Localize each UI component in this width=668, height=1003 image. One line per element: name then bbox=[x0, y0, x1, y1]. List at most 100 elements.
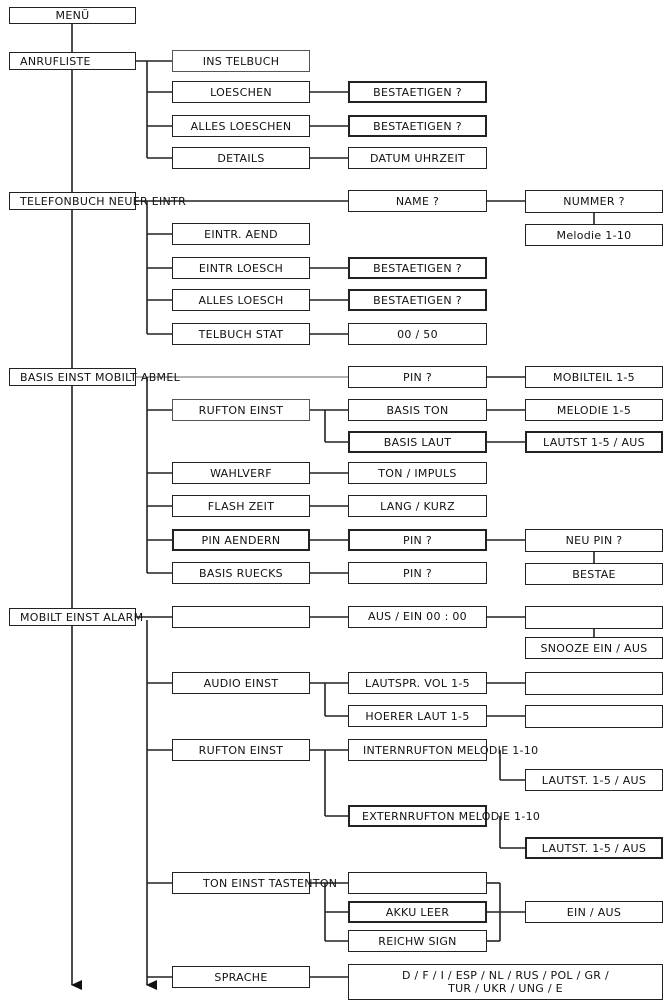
wahlverf-label: WAHLVERF bbox=[210, 466, 272, 480]
ins-telbuch-box[interactable]: INS TELBUCH bbox=[172, 50, 310, 72]
basis-rufton-einst-box[interactable]: RUFTON EINST bbox=[172, 399, 310, 421]
neu-pin-box[interactable]: NEU PIN ? bbox=[525, 529, 663, 552]
loeschen-box[interactable]: LOESCHEN bbox=[172, 81, 310, 103]
basis-lautst-box[interactable]: LAUTST 1-5 / AUS bbox=[525, 431, 663, 453]
bestae-label: BESTAE bbox=[572, 567, 616, 581]
eintr-aend-label: EINTR. AEND bbox=[204, 227, 278, 241]
basis-einst-box[interactable]: BASIS EINST MOBILT ABMEL bbox=[9, 368, 180, 386]
name-label: NAME ? bbox=[395, 194, 440, 208]
intern-lautst-label: LAUTST. 1-5 / AUS bbox=[541, 773, 647, 787]
alarm-time-box[interactable] bbox=[525, 606, 663, 629]
telbuch-stat-box[interactable]: TELBUCH STAT bbox=[172, 323, 310, 345]
menu-root-label: MENÜ bbox=[55, 9, 90, 22]
sprache-box[interactable]: SPRACHE bbox=[172, 966, 310, 988]
basis-melodie-box[interactable]: MELODIE 1-5 bbox=[525, 399, 663, 421]
sprache-options-box[interactable]: D / F / I / ESP / NL / RUS / POL / GR / … bbox=[348, 964, 663, 1000]
flash-value-label: LANG / KURZ bbox=[380, 499, 455, 513]
eintr-aend-box[interactable]: EINTR. AEND bbox=[172, 223, 310, 245]
extern-lautst-box[interactable]: LAUTST. 1-5 / AUS bbox=[525, 837, 663, 859]
melodie-10-box[interactable]: Melodie 1-10 bbox=[525, 224, 663, 246]
mobilteil-label: MOBILTEIL 1-5 bbox=[553, 370, 635, 384]
anrufliste-label: ANRUFLISTE bbox=[20, 54, 91, 68]
alles-loesch-box[interactable]: ALLES LOESCH bbox=[172, 289, 310, 311]
eintr-loesch-confirm-label: BESTAETIGEN ? bbox=[373, 261, 462, 275]
details-value-label: DATUM UHRZEIT bbox=[369, 151, 466, 165]
alarm-box[interactable] bbox=[172, 606, 310, 628]
ein-aus-label: EIN / AUS bbox=[566, 905, 622, 919]
flash-zeit-box[interactable]: FLASH ZEIT bbox=[172, 495, 310, 517]
lautspr-vol-label: LAUTSPR. VOL 1-5 bbox=[365, 676, 470, 690]
wahlverf-value-label: TON / IMPULS bbox=[378, 466, 457, 480]
telefonbuch-label: TELEFONBUCH NEUER EINTR bbox=[20, 194, 187, 208]
nummer-box[interactable]: NUMMER ? bbox=[525, 190, 663, 213]
basis-ton-box[interactable]: BASIS TON bbox=[348, 399, 487, 421]
lautspr-vol-box[interactable]: LAUTSPR. VOL 1-5 bbox=[348, 672, 487, 694]
pin-aendern-box[interactable]: PIN AENDERN bbox=[172, 529, 310, 551]
sprache-options-line-1: D / F / I / ESP / NL / RUS / POL / GR / bbox=[401, 969, 610, 982]
loeschen-confirm-box[interactable]: BESTAETIGEN ? bbox=[348, 81, 487, 103]
ein-aus-box[interactable]: EIN / AUS bbox=[525, 901, 663, 923]
loeschen-confirm-label: BESTAETIGEN ? bbox=[373, 85, 462, 99]
details-box[interactable]: DETAILS bbox=[172, 147, 310, 169]
alles-loesch-label: ALLES LOESCH bbox=[198, 293, 284, 307]
internrufton-box[interactable]: INTERNRUFTON MELODIE 1-10 bbox=[348, 739, 538, 761]
basis-ton-label: BASIS TON bbox=[386, 403, 449, 417]
basis-ruecks-box[interactable]: BASIS RUECKS bbox=[172, 562, 310, 584]
telefonbuch-box[interactable]: TELEFONBUCH NEUER EINTR bbox=[9, 192, 186, 210]
wahlverf-value-box[interactable]: TON / IMPULS bbox=[348, 462, 487, 484]
alarm-value-box[interactable]: AUS / EIN 00 : 00 bbox=[348, 606, 487, 628]
basis-melodie-label: MELODIE 1-5 bbox=[556, 403, 632, 417]
mobilteil-box[interactable]: MOBILTEIL 1-5 bbox=[525, 366, 663, 388]
wahlverf-box[interactable]: WAHLVERF bbox=[172, 462, 310, 484]
telbuch-stat-label: TELBUCH STAT bbox=[198, 327, 284, 341]
lautspr-value-box[interactable] bbox=[525, 672, 663, 695]
hoerer-laut-box[interactable]: HOERER LAUT 1-5 bbox=[348, 705, 487, 727]
snooze-label: SNOOZE EIN / AUS bbox=[540, 641, 648, 655]
hoerer-laut-label: HOERER LAUT 1-5 bbox=[365, 709, 470, 723]
anrufliste-box[interactable]: ANRUFLISTE bbox=[9, 52, 136, 70]
abmel-pin-box[interactable]: PIN ? bbox=[348, 366, 487, 388]
eintr-loesch-box[interactable]: EINTR LOESCH bbox=[172, 257, 310, 279]
audio-einst-box[interactable]: AUDIO EINST bbox=[172, 672, 310, 694]
melodie-10-label: Melodie 1-10 bbox=[556, 228, 632, 242]
hoerer-value-box[interactable] bbox=[525, 705, 663, 728]
mobilt-rufton-einst-box[interactable]: RUFTON EINST bbox=[172, 739, 310, 761]
basis-ruecks-pin-box[interactable]: PIN ? bbox=[348, 562, 487, 584]
flash-zeit-label: FLASH ZEIT bbox=[207, 499, 275, 513]
abmel-pin-label: PIN ? bbox=[403, 370, 432, 384]
neu-pin-label: NEU PIN ? bbox=[565, 534, 623, 547]
details-value-box: DATUM UHRZEIT bbox=[348, 147, 487, 169]
basis-lautst-label: LAUTST 1-5 / AUS bbox=[543, 435, 645, 449]
ton-einst-box[interactable]: TON EINST TASTENTON bbox=[172, 872, 337, 894]
bestae-box[interactable]: BESTAE bbox=[525, 563, 663, 585]
menu-root-box[interactable]: MENÜ bbox=[9, 7, 136, 24]
akku-leer-box[interactable]: AKKU LEER bbox=[348, 901, 487, 923]
alles-loeschen-confirm-box[interactable]: BESTAETIGEN ? bbox=[348, 115, 487, 137]
basis-laut-box[interactable]: BASIS LAUT bbox=[348, 431, 487, 453]
mobilt-einst-label: MOBILT EINST ALARM bbox=[20, 610, 144, 624]
details-label: DETAILS bbox=[217, 151, 265, 165]
akku-leer-label: AKKU LEER bbox=[385, 905, 450, 919]
extern-lautst-label: LAUTST. 1-5 / AUS bbox=[541, 841, 647, 855]
eintr-loesch-confirm-box[interactable]: BESTAETIGEN ? bbox=[348, 257, 487, 279]
sprache-options-line-2: TUR / UKR / UNG / E bbox=[448, 982, 563, 995]
mobilt-einst-box[interactable]: MOBILT EINST ALARM bbox=[9, 608, 143, 626]
flash-value-box[interactable]: LANG / KURZ bbox=[348, 495, 487, 517]
ton-einst-label: TON EINST TASTENTON bbox=[203, 876, 338, 890]
tastenton-value-box[interactable] bbox=[348, 872, 487, 894]
snooze-box[interactable]: SNOOZE EIN / AUS bbox=[525, 637, 663, 659]
pin-aendern-pin-box[interactable]: PIN ? bbox=[348, 529, 487, 551]
alles-loeschen-box[interactable]: ALLES LOESCHEN bbox=[172, 115, 310, 137]
externrufton-box[interactable]: EXTERNRUFTON MELODIE 1-10 bbox=[348, 805, 540, 827]
sprache-label: SPRACHE bbox=[214, 970, 268, 984]
reichw-sign-box[interactable]: REICHW SIGN bbox=[348, 930, 487, 952]
intern-lautst-box[interactable]: LAUTST. 1-5 / AUS bbox=[525, 769, 663, 791]
loeschen-label: LOESCHEN bbox=[210, 85, 272, 99]
basis-laut-label: BASIS LAUT bbox=[383, 435, 452, 449]
ins-telbuch-label: INS TELBUCH bbox=[202, 54, 280, 68]
alles-loeschen-label: ALLES LOESCHEN bbox=[190, 119, 292, 133]
name-box[interactable]: NAME ? bbox=[348, 190, 487, 212]
externrufton-label: EXTERNRUFTON MELODIE 1-10 bbox=[362, 809, 541, 823]
alles-loesch-confirm-box[interactable]: BESTAETIGEN ? bbox=[348, 289, 487, 311]
